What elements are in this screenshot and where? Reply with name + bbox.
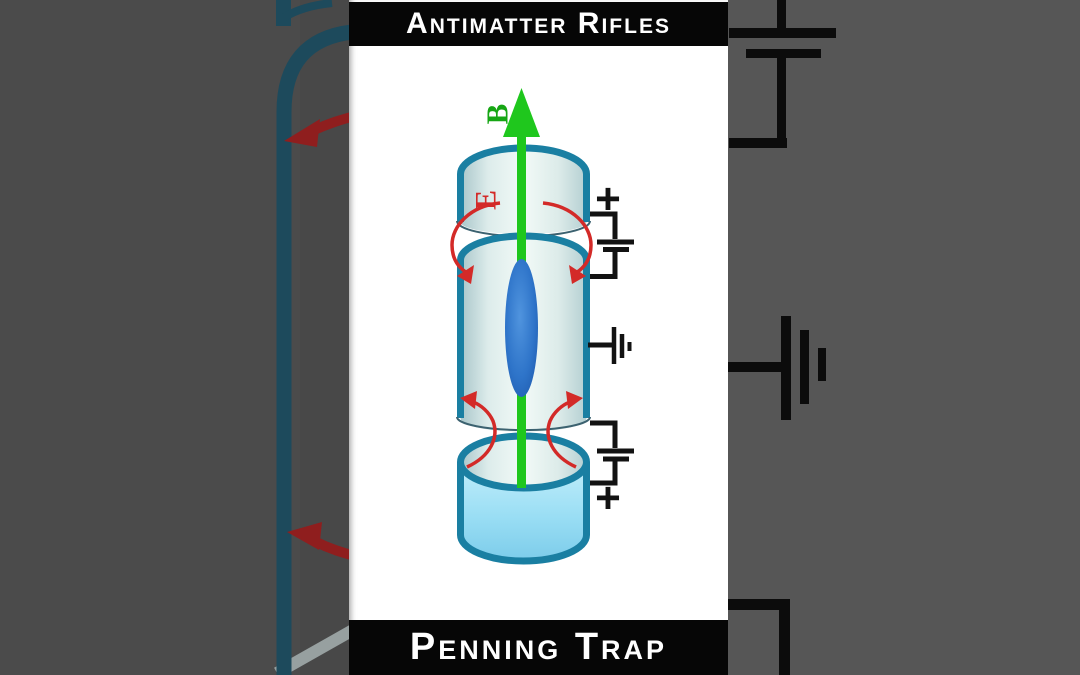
- caption-title: Penning Trap: [409, 626, 668, 668]
- backdrop-left-inner-shade: [300, 0, 349, 675]
- video-panel: Antimatter Rifles Penning Trap: [349, 0, 728, 675]
- bg-wire-corner: [728, 599, 790, 675]
- title-bar-bottom: Penning Trap: [349, 620, 728, 675]
- title-bar-top: Antimatter Rifles: [349, 2, 728, 46]
- bg-electrode-edge-left: [274, 0, 363, 675]
- bg-battery-symbol: [729, 0, 836, 148]
- bg-ground-symbol: [728, 316, 826, 420]
- page-title: Antimatter Rifles: [406, 7, 671, 40]
- backdrop-left: [0, 0, 349, 675]
